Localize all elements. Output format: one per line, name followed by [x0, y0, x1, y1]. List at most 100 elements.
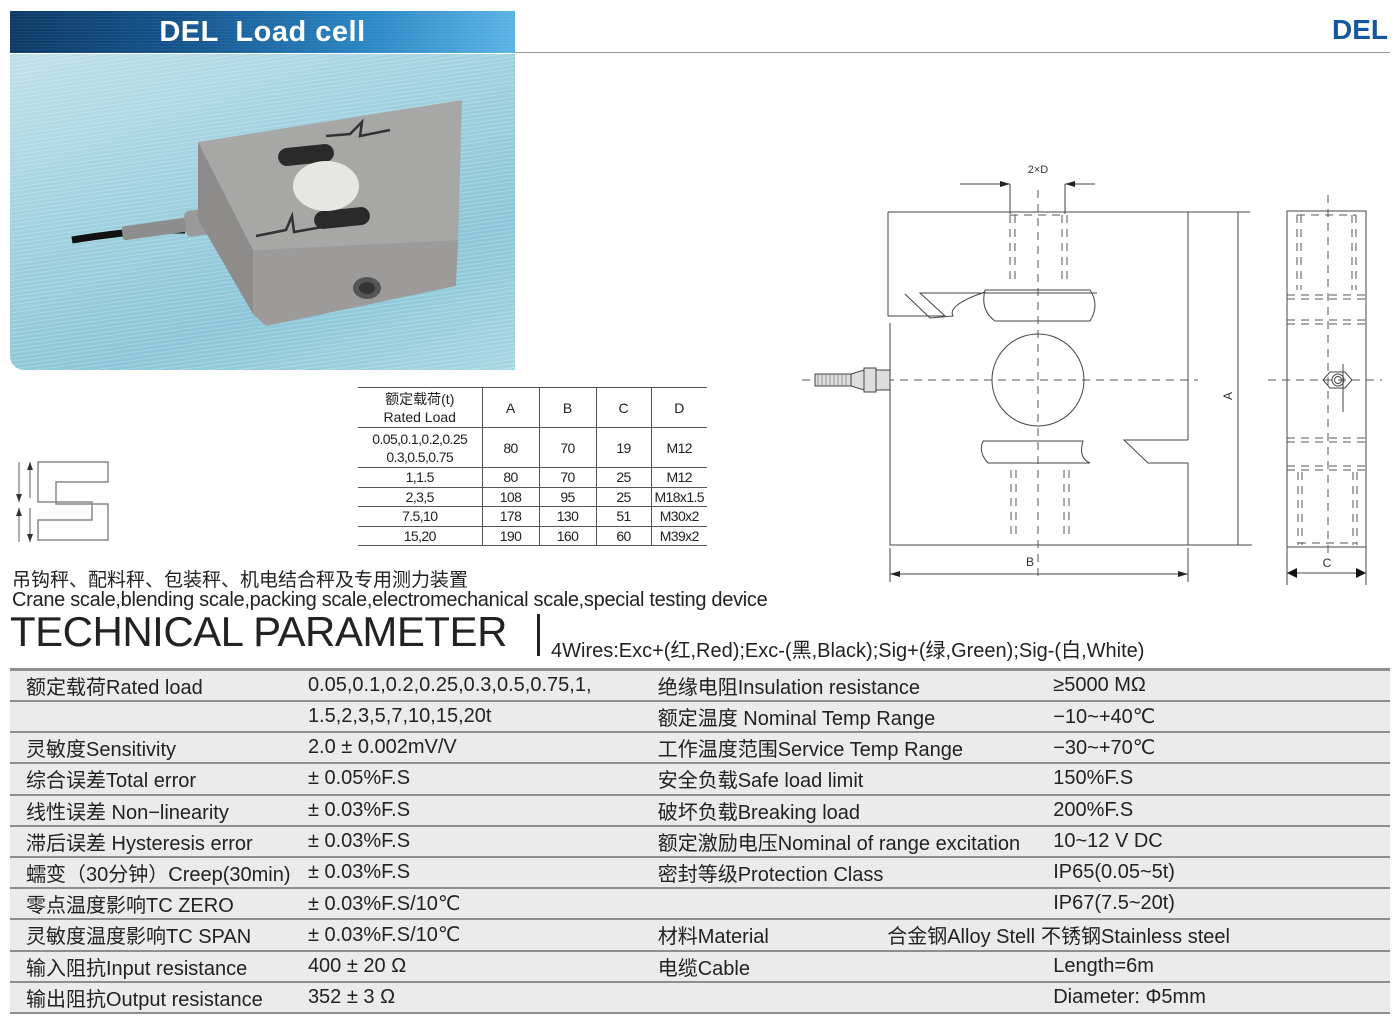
wiring-info: 4Wires:Exc+(红,Red);Exc-(黑,Black);Sig+(绿,…: [551, 640, 1145, 662]
param-row: 综合误差Total error ± 0.05%F.S 安全负载Safe load…: [10, 763, 1390, 796]
param-value: ± 0.05%F.S: [291, 763, 638, 796]
table-row: 15,20 190 160 60 M39x2: [358, 526, 707, 546]
rated-load-cell: 7.5,10: [358, 506, 482, 527]
rated-load-cell: 2,3,5: [358, 487, 482, 507]
param-label: 输出阻抗Output resistance: [10, 981, 292, 1014]
dim-b: 70: [538, 467, 596, 488]
dim-b: 160: [538, 526, 596, 546]
rated-load-cell: 0.05,0.1,0.2,0.25 0.3,0.5,0.75: [358, 427, 482, 468]
dim-d: M39x2: [650, 526, 707, 546]
tension-compression-icon: [16, 461, 109, 542]
param-value: ≥5000 MΩ: [1053, 668, 1390, 702]
param-row: 灵敏度Sensitivity 2.0 ± 0.002mV/V 工作温度范围Ser…: [10, 732, 1390, 765]
param-value: Diameter: Φ5mm: [1053, 981, 1390, 1014]
param-value: 1.5,2,3,5,7,10,15,20t: [291, 701, 638, 734]
dim-c: 25: [595, 467, 651, 488]
param-row: 额定载荷Rated load 0.05,0.1,0.2,0.25,0.3,0.5…: [10, 668, 1390, 702]
param-value: 400 ± 20 Ω: [291, 950, 638, 983]
brand-code: DEL: [1332, 14, 1388, 45]
param-value: 10~12 V DC: [1053, 825, 1390, 858]
param-value: 0.05,0.1,0.2,0.25,0.3,0.5,0.75,1,: [291, 668, 638, 702]
param-value: −30~+70℃: [1053, 732, 1390, 765]
table-row: 1,1.5 80 70 25 M12: [358, 467, 707, 488]
table-row: 0.05,0.1,0.2,0.25 0.3,0.5,0.75 80 70 19 …: [358, 427, 707, 468]
param-label: 电缆Cable: [637, 950, 1054, 983]
dim-a: 178: [481, 506, 539, 527]
param-value: ± 0.03%F.S/10℃: [291, 919, 638, 952]
param-label: 破坏负载Breaking load: [637, 794, 1054, 827]
param-label: 输入阻抗Input resistance: [10, 950, 292, 983]
header-divider: [515, 52, 1390, 53]
dim-c: 51: [595, 506, 651, 527]
dim-a: 108: [481, 487, 539, 507]
param-row: 线性误差 Non−linearity ± 0.03%F.S 破坏负载Breaki…: [10, 794, 1390, 827]
param-label: 灵敏度温度影响TC SPAN: [10, 919, 292, 952]
header-banner: DEL Load cell: [10, 11, 515, 53]
dim-d: M12: [650, 427, 707, 468]
dim-d: M18x1.5: [650, 487, 707, 507]
param-row: 输入阻抗Input resistance 400 ± 20 Ω 电缆Cable …: [10, 950, 1390, 983]
dim-label-a: A: [1221, 392, 1235, 400]
rated-load-header-cn: 额定载荷(t): [385, 390, 455, 407]
param-label: 安全负载Safe load limit: [637, 763, 1054, 796]
rated-load-cell: 15,20: [358, 526, 482, 546]
applications-cn: 吊钩秤、配料秤、包装秤、机电结合秤及专用测力装置: [12, 570, 469, 591]
dimension-table-header: 额定载荷(t) Rated Load A B C D: [358, 387, 707, 428]
rated-load-header-en: Rated Load: [383, 408, 456, 425]
dim-a: 80: [481, 467, 539, 488]
page-title: DEL Load cell: [159, 15, 366, 48]
material-alloy: 合金钢Alloy Stell: [887, 926, 1036, 949]
param-label: [637, 981, 1054, 1014]
param-value: −10~+40℃: [1053, 701, 1390, 734]
param-label: [10, 701, 292, 734]
param-row: 灵敏度温度影响TC SPAN ± 0.03%F.S/10℃ 材料Material…: [10, 919, 1390, 952]
param-label: 零点温度影响TC ZERO: [10, 888, 292, 921]
dim-a: 80: [481, 427, 539, 468]
col-d-header: D: [650, 387, 707, 428]
col-a-header: A: [481, 387, 539, 428]
param-value: ± 0.03%F.S: [291, 856, 638, 890]
param-label: 密封等级Protection Class: [637, 856, 1054, 890]
dim-a: 190: [481, 526, 539, 546]
table-row: 2,3,5 108 95 25 M18x1.5: [358, 487, 707, 507]
param-row: 输出阻抗Output resistance 352 ± 3 Ω Diameter…: [10, 981, 1390, 1014]
param-value: IP65(0.05~5t): [1053, 856, 1390, 890]
param-row: 滞后误差 Hysteresis error ± 0.03%F.S 额定激励电压N…: [10, 825, 1390, 858]
side-view-drawing: C: [1268, 195, 1382, 585]
table-row: 7.5,10 178 130 51 M30x2: [358, 506, 707, 527]
rated-load-cell: 1,1.5: [358, 467, 482, 488]
param-label: 工作温度范围Service Temp Range: [637, 732, 1054, 765]
front-view-drawing: 2×D B A: [802, 164, 1252, 582]
col-c-header: C: [595, 387, 651, 428]
param-row: 零点温度影响TC ZERO ± 0.03%F.S/10℃ IP67(7.5~20…: [10, 888, 1390, 921]
param-label: 额定载荷Rated load: [10, 668, 292, 702]
param-label: 材料Material: [637, 919, 1054, 952]
param-value: Length=6m: [1053, 950, 1390, 983]
material-stainless: 不锈钢Stainless steel: [1041, 926, 1230, 949]
dim-b: 95: [538, 487, 596, 507]
title-divider: [537, 614, 540, 656]
param-label: 综合误差Total error: [10, 763, 292, 796]
dimension-table: 额定载荷(t) Rated Load A B C D 0.05,0.1,0.2,…: [358, 387, 707, 546]
rated-load-line2: 0.3,0.5,0.75: [386, 448, 454, 465]
param-label: 额定温度 Nominal Temp Range: [637, 701, 1054, 734]
dim-d: M12: [650, 467, 707, 488]
param-value: ± 0.03%F.S: [291, 794, 638, 827]
rated-load-header: 额定载荷(t) Rated Load: [358, 387, 482, 428]
dim-d: M30x2: [650, 506, 707, 527]
dim-c: 60: [595, 526, 651, 546]
param-label: 额定激励电压Nominal of range excitation: [637, 825, 1054, 858]
param-value: ± 0.03%F.S/10℃: [291, 888, 638, 921]
parameters-table: 额定载荷Rated load 0.05,0.1,0.2,0.25,0.3,0.5…: [10, 668, 1390, 1014]
param-label: 滞后误差 Hysteresis error: [10, 825, 292, 858]
product-photo: [10, 54, 515, 370]
param-label: 灵敏度Sensitivity: [10, 732, 292, 765]
param-value: 352 ± 3 Ω: [291, 981, 638, 1014]
dim-label-b: B: [1026, 555, 1034, 569]
section-title: TECHNICAL PARAMETER: [10, 608, 507, 655]
param-label: [637, 888, 1054, 921]
param-label: 线性误差 Non−linearity: [10, 794, 292, 827]
dim-b: 70: [538, 427, 596, 468]
dim-label-2xd: 2×D: [1028, 164, 1049, 176]
